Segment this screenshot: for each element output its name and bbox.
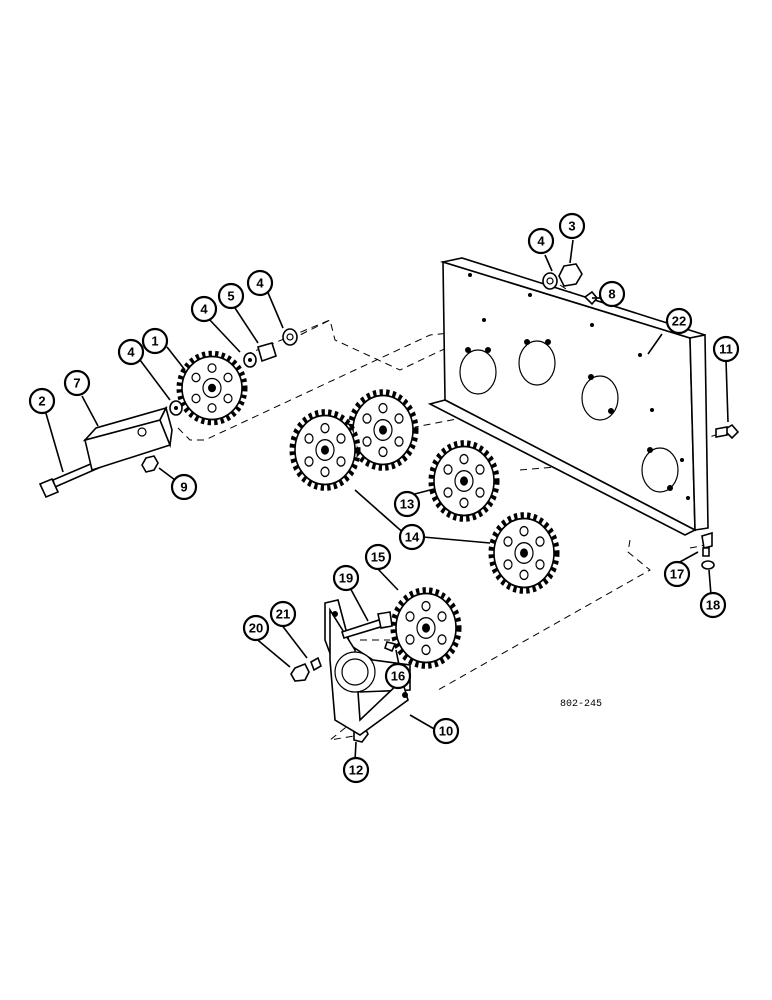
svg-text:10: 10 bbox=[439, 724, 453, 739]
small-hardware bbox=[141, 263, 740, 743]
callout-12: 12 bbox=[342, 756, 370, 784]
callout-4b: 4 bbox=[190, 295, 218, 323]
callout-21: 21 bbox=[269, 600, 297, 628]
svg-text:17: 17 bbox=[670, 567, 684, 582]
callout-2: 2 bbox=[28, 387, 56, 415]
callout-13: 13 bbox=[393, 490, 421, 518]
callout-14: 14 bbox=[398, 523, 426, 551]
callout-17: 17 bbox=[663, 560, 691, 588]
leader-lines bbox=[44, 239, 729, 761]
callout-1: 1 bbox=[141, 327, 169, 355]
callout-7: 7 bbox=[63, 369, 91, 397]
sprocket-idler-b bbox=[492, 516, 556, 590]
svg-text:2: 2 bbox=[38, 394, 45, 409]
svg-text:4: 4 bbox=[256, 276, 264, 291]
callout-8: 8 bbox=[598, 280, 626, 308]
svg-text:4: 4 bbox=[537, 234, 545, 249]
callout-16: 16 bbox=[384, 662, 412, 690]
svg-text:4: 4 bbox=[200, 302, 208, 317]
svg-text:13: 13 bbox=[400, 497, 414, 512]
svg-text:1: 1 bbox=[151, 334, 158, 349]
svg-text:14: 14 bbox=[405, 530, 420, 545]
svg-text:7: 7 bbox=[73, 376, 80, 391]
sprocket-drive-b bbox=[432, 444, 496, 518]
svg-text:5: 5 bbox=[227, 289, 234, 304]
sprocket-upper bbox=[180, 354, 244, 421]
callout-18: 18 bbox=[699, 591, 727, 619]
svg-text:16: 16 bbox=[391, 669, 405, 684]
figure-code: 802-245 bbox=[560, 699, 602, 710]
callout-3: 3 bbox=[558, 212, 586, 240]
arm bbox=[82, 405, 173, 472]
svg-text:20: 20 bbox=[249, 621, 263, 636]
svg-text:3: 3 bbox=[568, 219, 575, 234]
callout-15: 15 bbox=[364, 543, 392, 571]
callout-22: 22 bbox=[665, 307, 693, 335]
svg-text:4: 4 bbox=[127, 345, 135, 360]
svg-text:11: 11 bbox=[719, 342, 733, 357]
mounting-plate bbox=[427, 257, 709, 536]
svg-text:12: 12 bbox=[349, 763, 363, 778]
callout-9: 9 bbox=[170, 473, 198, 501]
svg-text:21: 21 bbox=[276, 607, 290, 622]
callout-4c: 4 bbox=[246, 269, 274, 297]
svg-text:8: 8 bbox=[608, 287, 615, 302]
svg-text:9: 9 bbox=[180, 480, 187, 495]
callout-20: 20 bbox=[242, 614, 270, 642]
svg-text:19: 19 bbox=[339, 571, 353, 586]
svg-text:22: 22 bbox=[672, 314, 686, 329]
plate-side-bolt bbox=[715, 426, 728, 438]
callout-11: 11 bbox=[712, 335, 740, 363]
bracket bbox=[324, 599, 411, 736]
svg-text:18: 18 bbox=[706, 598, 720, 613]
sprocket-drive-a bbox=[351, 393, 415, 467]
sprocket-lower bbox=[394, 591, 458, 665]
callout-19: 19 bbox=[332, 564, 360, 592]
callout-10: 10 bbox=[432, 717, 460, 745]
callout-4a: 4 bbox=[527, 227, 555, 255]
sprocket-idler-a bbox=[293, 413, 357, 487]
callout-4d: 4 bbox=[117, 338, 145, 366]
callout-5: 5 bbox=[217, 282, 245, 310]
svg-text:15: 15 bbox=[371, 550, 385, 565]
callouts: 1 2 3 4 4 4 4 5 7 8 9 10 11 12 13 14 15 … bbox=[28, 212, 740, 784]
